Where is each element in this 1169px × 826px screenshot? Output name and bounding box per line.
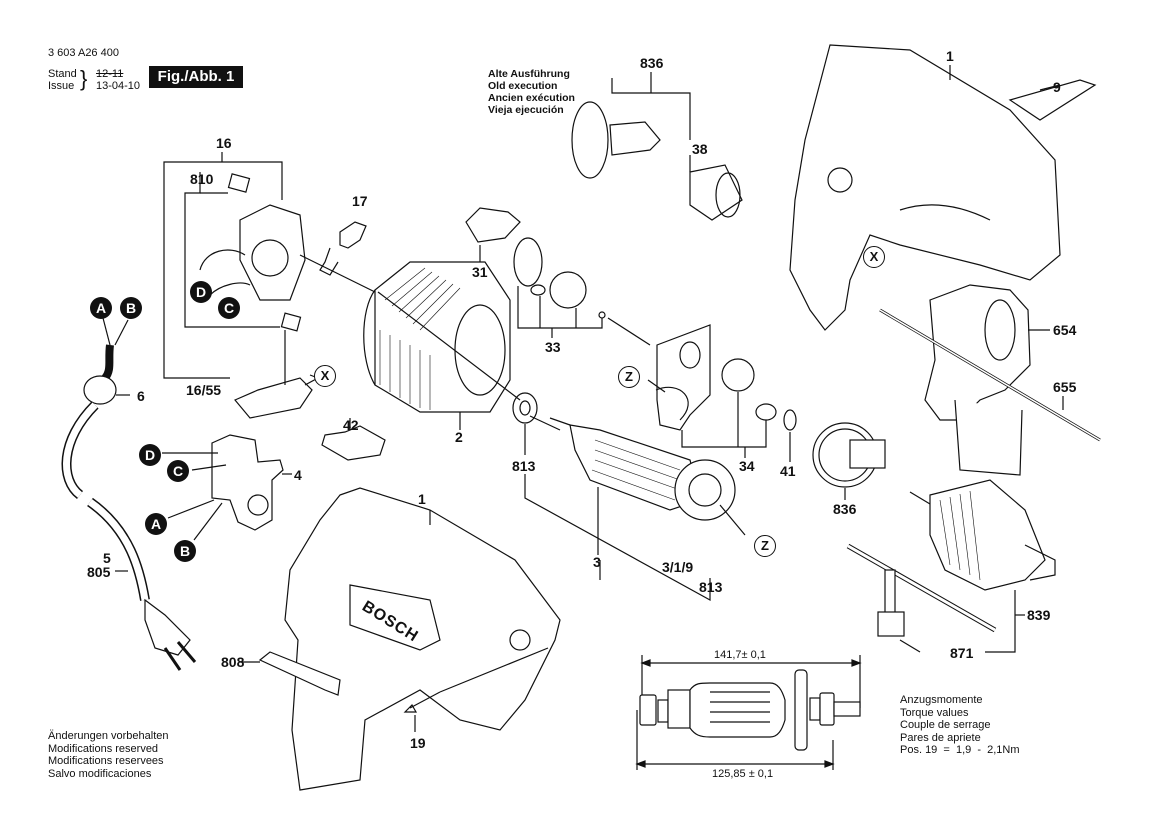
washer-part bbox=[513, 237, 543, 287]
clip-part bbox=[339, 221, 367, 249]
housing-half-front-part bbox=[284, 487, 561, 791]
handle-insert-part bbox=[1008, 79, 1097, 121]
chuck-key-part bbox=[846, 543, 997, 653]
reference-marker-x: X bbox=[863, 246, 885, 268]
dimension-overall-length: 141,7± 0,1 bbox=[714, 649, 766, 661]
old-execution-note: Alte Ausführung Old execution Ancien exé… bbox=[488, 68, 575, 116]
auxiliary-handle-part bbox=[879, 284, 1101, 476]
part-label-42: 42 bbox=[343, 417, 359, 433]
connector-badge-b: B bbox=[120, 297, 142, 319]
torque-note: Anzugsmomente Torque values Couple de se… bbox=[900, 694, 1020, 757]
connector-badge-a: A bbox=[90, 297, 112, 319]
connector-badge-d: D bbox=[190, 281, 212, 303]
part-label-839: 839 bbox=[1027, 607, 1051, 623]
part-label-2: 2 bbox=[455, 429, 463, 445]
note-line: Alte Ausführung bbox=[488, 68, 570, 80]
part-label-805: 805 bbox=[87, 564, 111, 580]
part-label-836-top: 836 bbox=[640, 55, 664, 71]
connector-badge-b: B bbox=[174, 540, 196, 562]
note-line: Anzugsmomente bbox=[900, 694, 983, 706]
power-cord-part bbox=[61, 317, 197, 671]
note-line: Couple de serrage bbox=[900, 719, 991, 731]
part-label-813-left: 813 bbox=[512, 458, 536, 474]
part-label-655: 655 bbox=[1053, 379, 1077, 395]
note-line: Modifications reserved bbox=[48, 742, 159, 755]
handle-insert-part bbox=[258, 651, 341, 696]
part-label-38: 38 bbox=[692, 141, 708, 157]
note-line: Änderungen vorbehalten bbox=[48, 730, 169, 742]
part-label-16: 16 bbox=[216, 135, 232, 151]
dimension-shaft-length: 125,85 ± 0,1 bbox=[712, 768, 774, 780]
part-label-871: 871 bbox=[950, 645, 974, 661]
baffle-plate-part bbox=[656, 324, 711, 431]
reference-marker-z: Z bbox=[754, 535, 776, 557]
note-line: Pos. 19 = 1,9 - 2,1Nm bbox=[900, 744, 1020, 756]
cam-part bbox=[549, 271, 587, 309]
reference-marker-z: Z bbox=[618, 366, 640, 388]
note-line: Old execution bbox=[488, 80, 558, 92]
brush-holder-group bbox=[163, 152, 376, 379]
stand-value: 12-11 bbox=[96, 68, 124, 80]
modifications-note: Änderungen vorbehalten Modifications res… bbox=[48, 730, 168, 780]
note-line: Ancien exécution bbox=[488, 92, 575, 104]
issue-value: 13-04-10 bbox=[96, 80, 141, 92]
brush-cap-part bbox=[234, 377, 313, 419]
connector-badge-c: C bbox=[167, 460, 189, 482]
part-label-808: 808 bbox=[221, 654, 245, 670]
part-label-1-top: 1 bbox=[946, 48, 954, 64]
part-label-3: 3 bbox=[593, 554, 601, 570]
stator-part bbox=[363, 261, 511, 413]
cover-part bbox=[465, 207, 521, 243]
part-label-4: 4 bbox=[294, 467, 302, 483]
drill-chuck-part bbox=[929, 479, 1056, 653]
part-label-9: 9 bbox=[1053, 79, 1061, 95]
part-label-3-1-9: 3/1/9 bbox=[662, 559, 694, 575]
figure-label: Fig./Abb. 1 bbox=[149, 66, 243, 88]
bearing-part bbox=[512, 392, 538, 424]
part-number: 3 603 A26 400 bbox=[48, 47, 119, 59]
part-label-41: 41 bbox=[780, 463, 796, 479]
connector-badge-d: D bbox=[139, 444, 161, 466]
part-label-17: 17 bbox=[352, 193, 368, 209]
switch-slider-part bbox=[321, 425, 386, 461]
part-label-813-right: 813 bbox=[699, 579, 723, 595]
part-label-34: 34 bbox=[739, 458, 755, 474]
note-line: Salvo modificaciones bbox=[48, 767, 152, 780]
part-label-654: 654 bbox=[1053, 322, 1077, 338]
connector-badge-a: A bbox=[145, 513, 167, 535]
note-line: Torque values bbox=[900, 706, 969, 719]
note-line: Pares de apriete bbox=[900, 731, 981, 744]
armature-part bbox=[549, 417, 746, 536]
stand-label: Stand bbox=[48, 68, 77, 80]
connector-badge-c: C bbox=[218, 297, 240, 319]
brace-icon: } bbox=[80, 66, 88, 91]
screw-part bbox=[403, 691, 441, 713]
note-line: Modifications reservees bbox=[48, 755, 164, 767]
switch-part bbox=[162, 434, 292, 541]
part-label-5: 5 bbox=[103, 550, 111, 566]
issue-label: Issue bbox=[48, 80, 75, 92]
housing-half-part bbox=[789, 44, 1061, 331]
old-gear-part bbox=[571, 101, 609, 179]
part-label-16-55: 16/55 bbox=[186, 382, 222, 398]
reference-marker-x: X bbox=[314, 365, 336, 387]
part-label-1-bottom: 1 bbox=[418, 491, 426, 507]
part-label-33: 33 bbox=[545, 339, 561, 355]
retaining-ring-part bbox=[783, 409, 797, 431]
part-label-810: 810 bbox=[190, 171, 214, 187]
part-label-6: 6 bbox=[137, 388, 145, 404]
part-label-836-bottom: 836 bbox=[833, 501, 857, 517]
armature-dimension-drawing bbox=[635, 655, 862, 770]
part-label-31: 31 bbox=[472, 264, 488, 280]
part-label-19: 19 bbox=[410, 735, 426, 751]
note-line: Vieja ejecución bbox=[488, 104, 564, 116]
